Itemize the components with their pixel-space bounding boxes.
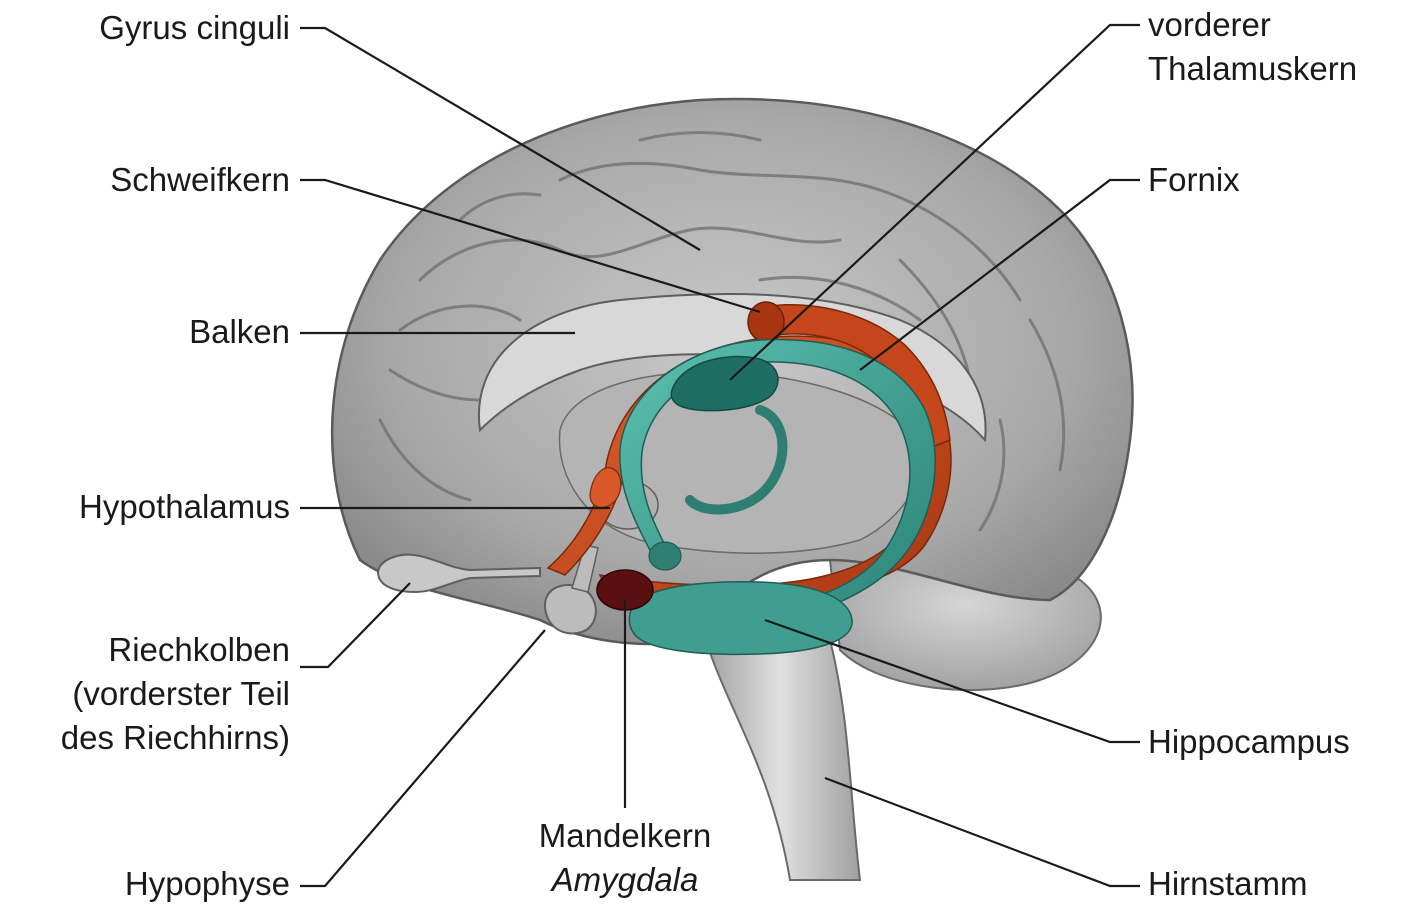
- label-thalamus: vorderer Thalamuskern: [1148, 3, 1357, 91]
- label-fornix: Fornix: [1148, 158, 1240, 202]
- label-riechkolben: Riechkolben (vorderster Teil des Riechhi…: [61, 628, 290, 760]
- label-hippocampus: Hippocampus: [1148, 720, 1350, 764]
- label-balken: Balken: [189, 310, 290, 354]
- label-thalamus-line2: Thalamuskern: [1148, 47, 1357, 91]
- label-hypophyse: Hypophyse: [125, 862, 290, 906]
- leader-hirnstamm: [825, 778, 1140, 886]
- label-thalamus-line1: vorderer: [1148, 3, 1357, 47]
- label-mandelkern: Mandelkern Amygdala: [515, 814, 735, 902]
- hippocampus-body: [629, 582, 852, 655]
- label-riechkolben-line2: (vorderster Teil: [61, 672, 290, 716]
- label-hirnstamm: Hirnstamm: [1148, 862, 1308, 906]
- label-schweifkern: Schweifkern: [110, 158, 290, 202]
- label-amygdala: Amygdala: [515, 858, 735, 902]
- label-gyrus-cinguli: Gyrus cinguli: [99, 6, 290, 50]
- label-hypothalamus: Hypothalamus: [79, 485, 290, 529]
- leader-hypophyse: [300, 630, 545, 886]
- leader-riechkolben: [300, 583, 410, 667]
- label-mandelkern-line1: Mandelkern: [515, 814, 735, 858]
- label-riechkolben-line3: des Riechhirns): [61, 716, 290, 760]
- mammillary-knob: [649, 542, 681, 570]
- label-riechkolben-line1: Riechkolben: [61, 628, 290, 672]
